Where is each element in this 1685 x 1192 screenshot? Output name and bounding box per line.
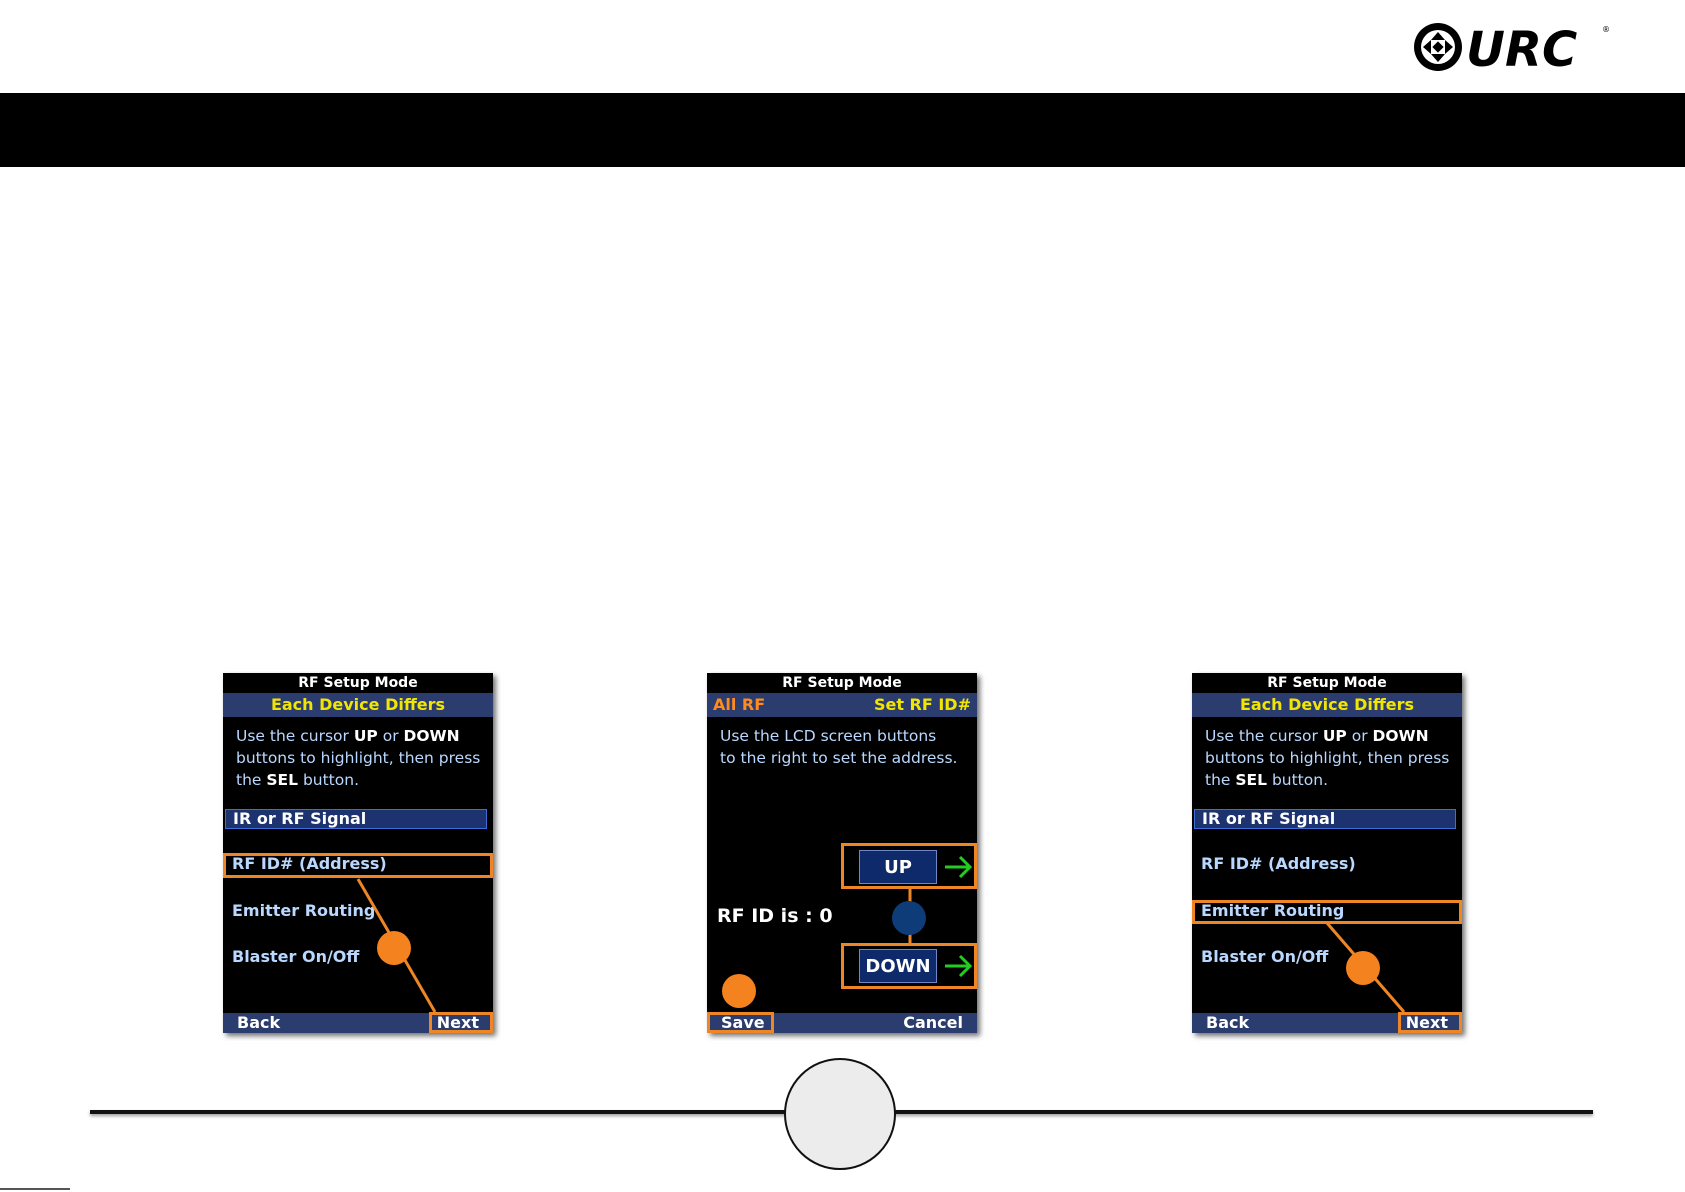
cancel-button[interactable]: Cancel — [903, 1013, 963, 1032]
instructions: Use the LCD screen buttons to the right … — [720, 727, 958, 767]
header-banner — [0, 93, 1685, 167]
menu-item-ir-rf-signal[interactable]: IR or RF Signal — [225, 809, 487, 829]
page-number-badge — [784, 1058, 896, 1170]
lcd-screen-3: RF Setup Mode Each Device Differs Use th… — [1192, 673, 1462, 1033]
screen-title: RF Setup Mode — [1192, 673, 1462, 693]
screen-subtitle: All RF Set RF ID# — [707, 693, 977, 717]
down-button[interactable]: DOWN — [859, 949, 937, 983]
callout-marker-blue — [892, 901, 926, 935]
screen-footer: Back Next — [1192, 1013, 1462, 1033]
screen-subtitle: Each Device Differs — [1192, 693, 1462, 717]
urc-logo: URC ® — [1414, 22, 1610, 76]
connector-lines — [1325, 922, 1406, 1013]
highlight-rf-id — [223, 853, 493, 878]
back-button[interactable]: Back — [1206, 1013, 1250, 1032]
menu-item-ir-rf-signal[interactable]: IR or RF Signal — [1194, 809, 1456, 829]
lcd-screen-1: RF Setup Mode Each Device Differs Use th… — [223, 673, 493, 1033]
rf-id-status: RF ID is : 0 — [717, 905, 833, 927]
highlight-up — [841, 843, 977, 889]
callout-marker — [722, 974, 756, 1008]
menu-item-rf-id[interactable]: RF ID# (Address) — [232, 854, 387, 873]
highlight-down — [841, 943, 977, 989]
highlight-next — [1398, 1012, 1462, 1033]
highlight-emitter-routing — [1192, 900, 1462, 924]
instructions: Use the cursor UP or DOWN buttons to hig… — [1205, 727, 1450, 789]
svg-text:URC: URC — [1466, 22, 1577, 76]
highlight-next — [429, 1012, 493, 1033]
instructions: Use the cursor UP or DOWN buttons to hig… — [236, 727, 481, 789]
screen-title: RF Setup Mode — [707, 673, 977, 693]
screen-footer: Save Cancel — [707, 1013, 977, 1033]
menu-item-blaster[interactable]: Blaster On/Off — [232, 947, 360, 966]
callout-marker — [1346, 951, 1380, 985]
menu-item-blaster[interactable]: Blaster On/Off — [1201, 947, 1329, 966]
menu-item-emitter-routing[interactable]: Emitter Routing — [232, 901, 376, 920]
screen-footer: Back Next — [223, 1013, 493, 1033]
next-button[interactable]: Next — [1405, 1013, 1448, 1032]
up-button[interactable]: UP — [859, 850, 937, 884]
callout-marker — [377, 931, 411, 965]
back-button[interactable]: Back — [237, 1013, 281, 1032]
highlight-save — [707, 1012, 774, 1033]
svg-text:®: ® — [1602, 25, 1610, 34]
menu-item-rf-id[interactable]: RF ID# (Address) — [1201, 854, 1356, 873]
menu-item-emitter-routing[interactable]: Emitter Routing — [1201, 901, 1345, 920]
lcd-screen-2: RF Setup Mode All RF Set RF ID# Use the … — [707, 673, 977, 1033]
corner-mark — [0, 1188, 70, 1190]
screen-title: RF Setup Mode — [223, 673, 493, 693]
save-button[interactable]: Save — [721, 1013, 765, 1032]
next-button[interactable]: Next — [436, 1013, 479, 1032]
screen-subtitle: Each Device Differs — [223, 693, 493, 717]
